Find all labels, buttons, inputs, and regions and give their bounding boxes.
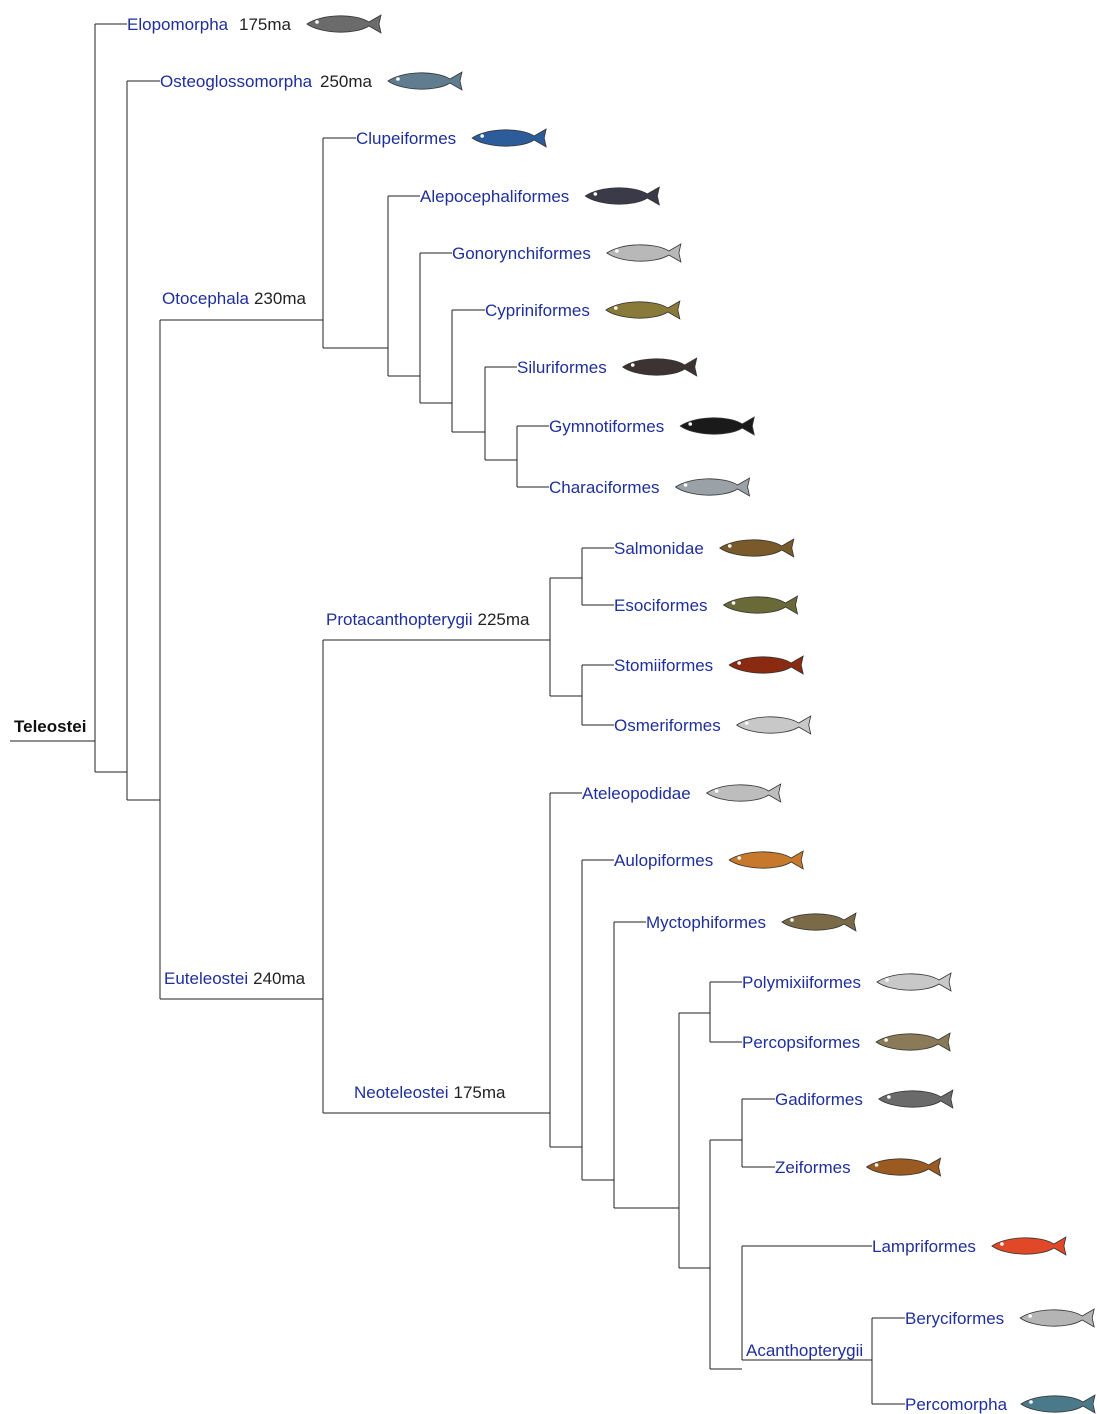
minnow-icon (605, 300, 681, 320)
fish-illustrations (306, 14, 1096, 1414)
age-label-otocephala: 230ma (254, 289, 307, 308)
catfish-icon (622, 357, 698, 377)
eel-icon (306, 14, 382, 34)
taxon-label-zeiformes: Zeiformes (775, 1158, 851, 1177)
taxon-label-lampriformes: Lampriformes (872, 1237, 976, 1256)
smelt-icon (736, 715, 812, 735)
herring-icon (471, 128, 547, 148)
taxon-label-gymnotiformes: Gymnotiformes (549, 417, 664, 436)
clade-label-protacanthopterygii: Protacanthopterygii (326, 610, 472, 629)
squirrelfish-icon (1019, 1308, 1095, 1328)
trout-icon (719, 538, 795, 558)
taxon-label-salmonidae: Salmonidae (614, 539, 704, 558)
knifefish-icon (679, 416, 755, 436)
taxon-label-siluriformes: Siluriformes (517, 358, 607, 377)
clade-label-neoteleostei: Neoteleostei (354, 1083, 449, 1102)
dory-icon (865, 1157, 942, 1177)
milkfish-icon (606, 243, 682, 263)
clade-label-otocephala: Otocephala (162, 289, 249, 308)
taxon-label-cypriniformes: Cypriniformes (485, 301, 590, 320)
clade-label-euteleostei: Euteleostei (164, 969, 248, 988)
taxon-label-gonorynchiformes: Gonorynchiformes (452, 244, 591, 263)
age-label-elopomorpha: 175ma (239, 15, 292, 34)
taxon-label-osteoglossomorpha: Osteoglossomorpha (160, 72, 313, 91)
taxon-label-beryciformes: Beryciformes (905, 1309, 1004, 1328)
taxon-label-gadiformes: Gadiformes (775, 1090, 863, 1109)
taxon-label-percomorpha: Percomorpha (905, 1395, 1008, 1414)
slickhead-icon (584, 186, 660, 206)
age-label-protacanthopterygii: 225ma (477, 610, 530, 629)
jellynose-icon (706, 783, 782, 803)
dragonfish-icon (728, 655, 804, 675)
taxon-label-characiformes: Characiformes (549, 478, 660, 497)
taxon-label-clupeiformes: Clupeiformes (356, 129, 456, 148)
taxon-label-alepocephaliformes: Alepocephaliformes (420, 187, 569, 206)
taxon-label-aulopiformes: Aulopiformes (614, 851, 713, 870)
cod-icon (878, 1089, 954, 1109)
taxon-label-ateleopodidae: Ateleopodidae (582, 784, 691, 803)
taxon-label-percopsiformes: Percopsiformes (742, 1033, 860, 1052)
opah-icon (991, 1236, 1067, 1256)
mackerel-icon (1020, 1394, 1096, 1414)
age-label-osteoglossomorpha: 250ma (320, 72, 373, 91)
troutperch-icon (875, 1032, 951, 1052)
clade-label-acanthopterygii: Acanthopterygii (746, 1341, 863, 1360)
pike-icon (722, 595, 799, 615)
characin-icon (674, 477, 751, 497)
lanternfish-icon (781, 912, 857, 932)
taxon-label-elopomorpha: Elopomorpha (127, 15, 229, 34)
tree-branches (10, 23, 905, 1405)
taxon-label-esociformes: Esociformes (614, 596, 708, 615)
taxon-label-polymixiiformes: Polymixiiformes (742, 973, 861, 992)
taxon-label-osmeriformes: Osmeriformes (614, 716, 721, 735)
age-label-neoteleostei: 175ma (454, 1083, 507, 1102)
beardfish-icon (876, 972, 952, 992)
arowana-icon (387, 71, 463, 91)
age-label-euteleostei: 240ma (253, 969, 306, 988)
taxon-label-myctophiformes: Myctophiformes (646, 913, 766, 932)
taxon-label-stomiiformes: Stomiiformes (614, 656, 713, 675)
lizardfish-icon (728, 850, 804, 870)
root-label: Teleostei (14, 717, 86, 736)
